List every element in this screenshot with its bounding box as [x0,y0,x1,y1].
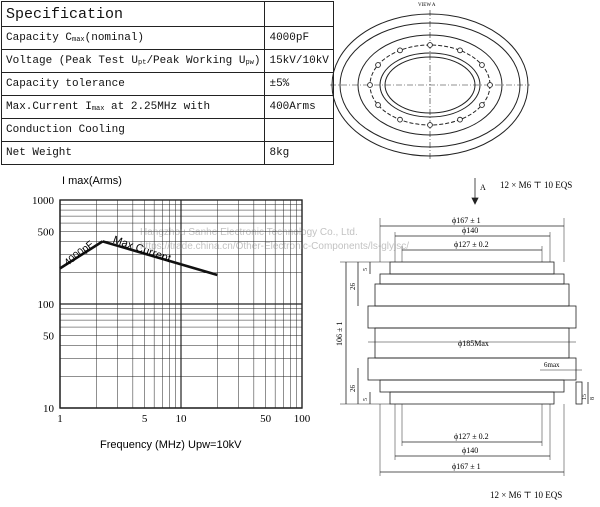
terminal-tab [575,381,583,405]
spec-label: Conduction Cooling [0,118,266,142]
spec-title: Specification [0,1,266,27]
dim-167-bottom: ϕ167 ± 1 [452,462,481,471]
bottom-flange [379,379,565,393]
spec-label: Net Weight [0,141,266,165]
dim-127-bottom: ϕ127 ± 0.2 [454,432,489,441]
top-view-drawing: VIEW A [330,3,530,160]
dim-height: 106 ± 1 [335,322,344,346]
dim-8: 8 [590,397,596,400]
spec-title-blank [264,1,334,27]
specification-table: Specification Capacity Cmax(nominal) 400… [0,1,334,165]
spec-label: Max.Current Imax at 2.25MHz with [0,95,266,119]
spec-value: 15kV/10kV [264,49,334,73]
dim-140-top: ϕ140 [462,226,478,235]
y-tick-label: 500 [38,226,55,238]
watermark-line1: Hangzhou Sanhe Electronic Technology Co.… [140,227,358,238]
top-terminal [389,261,555,275]
bolt-hole [397,47,403,54]
chart-series [59,240,218,277]
dim-5-top: 5 [363,268,369,271]
spec-value [264,118,334,142]
bolt-hole [487,82,493,88]
spec-row: Max.Current Imax at 2.25MHz with 400Arms [0,95,334,119]
y-tick-label: 50 [43,330,55,342]
bolt-hole [457,47,463,54]
chart-grid [59,199,303,409]
spec-row: Conduction Cooling [0,118,334,142]
spec-row: Net Weight 8kg [0,141,334,165]
x-tick-label: 50 [260,413,272,425]
annotation-4000pf: 4000pF [62,239,96,269]
spec-value: 4000pF [264,26,334,50]
chart-xlabel: Frequency (MHz) Upw=10kV [100,439,242,451]
side-view-drawing: A 12 × M6 ⊤ 10 EQS ϕ167 ± 1 ϕ140 ϕ127 ± … [335,178,596,500]
arrow-head [471,197,479,205]
spec-value: 400Arms [264,95,334,119]
spec-row: Voltage (Peak Test Upt/Peak Working Upw)… [0,49,334,73]
bolt-hole [479,102,485,108]
bolt-hole [375,62,381,68]
thread-bottom: 12 × M6 ⊤ 10 EQS [490,490,562,500]
y-tick-label: 10 [43,403,55,415]
y-tick-label: 100 [38,299,55,311]
arrow-a-label: A [480,183,486,192]
spec-value: 8kg [264,141,334,165]
spec-value: ±5% [264,72,334,96]
dim-185: ϕ185Max [458,339,489,348]
bolt-hole [427,42,433,48]
spec-label: Capacity Cmax(nominal) [0,26,266,50]
dim-5-bottom: 5 [363,398,369,401]
dim-26-bottom: 26 [349,385,357,393]
series-line [59,240,104,270]
x-tick-label: 10 [176,413,188,425]
bolt-hole [375,102,381,108]
top-flange [379,273,565,285]
watermark-line2: https://trade.china.cn/Other-Electronic-… [140,241,409,252]
dim-6max: 6max [544,361,560,369]
thread-top: 12 × M6 ⊤ 10 EQS [500,180,572,190]
x-tick-label: 100 [294,413,311,425]
bolt-hole [427,122,433,128]
bolt-hole [367,82,373,88]
spec-label: Voltage (Peak Test Upt/Peak Working Upw) [0,49,266,73]
bolt-hole [397,116,403,123]
view-a-label: VIEW A [418,3,436,8]
bottom-terminal [389,391,555,405]
spec-row: Capacity Cmax(nominal) 4000pF [0,26,334,50]
chart-ylabel: I max(Arms) [62,175,122,187]
dim-127-top: ϕ127 ± 0.2 [454,240,489,249]
middle-flange [367,305,577,329]
x-tick-label: 1 [57,413,63,425]
spec-label: Capacity tolerance [0,72,266,96]
current-frequency-chart: I max(Arms) 1 5 10 50 100 10 50 100 500 1000 4000… [32,175,311,451]
bolt-hole [479,62,485,68]
dim-140-bottom: ϕ140 [462,446,478,455]
y-tick-label: 1000 [32,195,55,207]
dim-26-top: 26 [349,283,357,291]
series-line [102,240,218,277]
plot-frame [59,199,303,409]
bolt-hole [457,116,463,123]
x-tick-label: 5 [142,413,148,425]
dim-15: 15 [582,394,588,400]
chart-tick-labels: 1 5 10 50 100 10 50 100 500 1000 [32,195,311,425]
dim-167-top: ϕ167 ± 1 [452,216,481,225]
upper-ceramic [374,283,570,307]
bolt-holes [367,42,493,128]
watermark: Hangzhou Sanhe Electronic Technology Co.… [140,226,409,254]
spec-row: Capacity tolerance ±5% [0,72,334,96]
